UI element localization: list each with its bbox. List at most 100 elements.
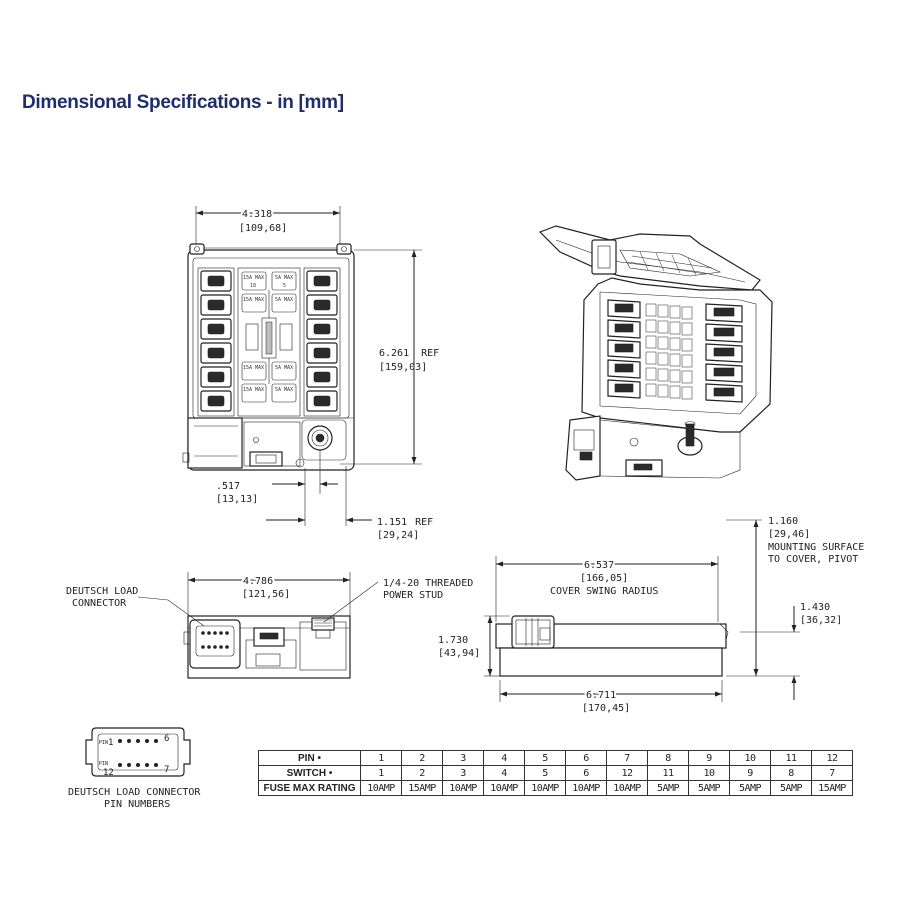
side-height-mm-label: [43,94] [438,648,480,659]
mount-mm-label: [29,46] [768,529,810,540]
stud-edge-in-value: 1.151 [377,517,407,528]
connector-pin-diagram: PIN 1 6 PIN 12 7 DEUTSCH LOAD CONNECTOR … [68,727,201,810]
cover-in-label: 1.430 [800,602,830,613]
connector-outline [85,727,191,777]
table-cell: 10 [729,750,771,766]
pin-6-label: 6 [164,734,169,744]
table-cell: 1 [360,750,402,766]
power-stud [301,419,347,461]
left-switch-column [197,267,235,417]
table-cell: 15AMP [401,780,443,796]
side-length-in-label: 6.711 [586,690,616,701]
row-header: FUSE MAX RATING [258,780,361,796]
table-cell: 12 [606,765,648,781]
side-base [499,647,723,677]
table-cell: 10AMP [565,780,607,796]
table-cell: 5AMP [770,780,812,796]
table-cell: 10AMP [483,780,525,796]
iso-fuses [645,303,693,400]
iso-switches-left [607,299,641,399]
pin-word: PIN [99,761,108,767]
swing-mm-label: [166,05] [580,573,628,584]
fuse-label: 5A MAX [275,365,293,371]
table-cell: 4 [483,750,525,766]
fuse-label: 15A MAX [243,365,264,371]
table-cell: 3 [442,765,484,781]
deutsch-connector-label-line2: CONNECTOR [72,598,127,609]
pin-7-label: 7 [164,765,169,775]
table-cell: 11 [770,750,812,766]
table-cell: 6 [565,750,607,766]
bottom-width-mm-label: [121,56] [242,589,290,600]
stud-edge-ref-value: REF [415,517,433,528]
fuse-label: 5 [283,283,286,289]
side-length-mm-label: [170,45] [582,703,630,714]
table-cell: 5AMP [729,780,771,796]
table-cell: 15AMP [811,780,853,796]
side-view: 6.537 [166,05] COVER SWING RADIUS 1.160 … [438,516,864,714]
connector-caption-line2: PIN NUMBERS [104,799,170,810]
power-stud-label-line2: POWER STUD [383,590,443,601]
table-cell: 10 [688,765,730,781]
table-cell: 2 [401,765,443,781]
iso-switches-right [705,303,743,403]
table-cell: 10AMP [442,780,484,796]
table-cell: 5 [524,750,566,766]
fuse-label: 5A MAX [275,275,293,281]
mount-description-line1: MOUNTING SURFACE [768,542,864,553]
table-cell: 8 [647,750,689,766]
side-height-in-label: 1.730 [438,635,468,646]
ground-terminal [249,451,283,467]
bottom-deutsch-connector [189,619,241,669]
pin-1-label: 1 [108,738,113,748]
row-header: PIN • [258,750,361,766]
table-cell: 10AMP [524,780,566,796]
row-header: SWITCH • [258,765,361,781]
front-view: 4.318 [109,68] [182,206,441,541]
right-switch-column [303,267,341,417]
table-cell: 1 [360,765,402,781]
stud-edge-in-label: 1.151 REF [377,517,433,528]
fuse-label: 5A MAX [275,297,293,303]
stud-offset-in-label: .517 [216,481,240,492]
mount-description-line2: TO COVER, PIVOT [768,554,858,565]
connector-caption-line1: DEUTSCH LOAD CONNECTOR [68,787,201,798]
deutsch-connector-label-line1: DEUTSCH LOAD [66,586,138,597]
stud-edge-mm-label: [29,24] [377,530,419,541]
table-cell: 6 [565,765,607,781]
bottom-width-in-label: 4.786 [243,576,273,587]
fuse-label: 15A MAX [243,387,264,393]
fuse-label: 10 [250,283,256,289]
width-in-label: 4.318 [242,209,272,220]
table-cell: 7 [606,750,648,766]
cover-mm-label: [36,32] [800,615,842,626]
height-in-value: 6.261 [379,348,409,359]
table-cell: 5AMP [688,780,730,796]
table-cell: 10AMP [360,780,402,796]
page-title: Dimensional Specifications - in [mm] [22,92,344,113]
pin-word: PIN [99,740,108,746]
table-cell: 5 [524,765,566,781]
load-connector [187,417,243,469]
table-cell: 9 [729,765,771,781]
width-mm-label: [109,68] [239,223,287,234]
mount-in-label: 1.160 [768,516,798,527]
table-cell: 4 [483,765,525,781]
table-cell: 7 [811,765,853,781]
pin-12-label: 12 [103,768,114,778]
swing-description: COVER SWING RADIUS [550,586,658,597]
table-cell: 12 [811,750,853,766]
fuse-label: 5A MAX [275,387,293,393]
height-mm-label: [159,03] [379,362,427,373]
table-cell: 2 [401,750,443,766]
table-cell: 5AMP [647,780,689,796]
bottom-view: 4.786 [121,56] DEUTSCH LOAD CONNECTOR 1/… [66,572,473,679]
table-cell: 8 [770,765,812,781]
table-cell: 9 [688,750,730,766]
height-ref-value: REF [421,348,439,359]
isometric-view [538,225,773,481]
